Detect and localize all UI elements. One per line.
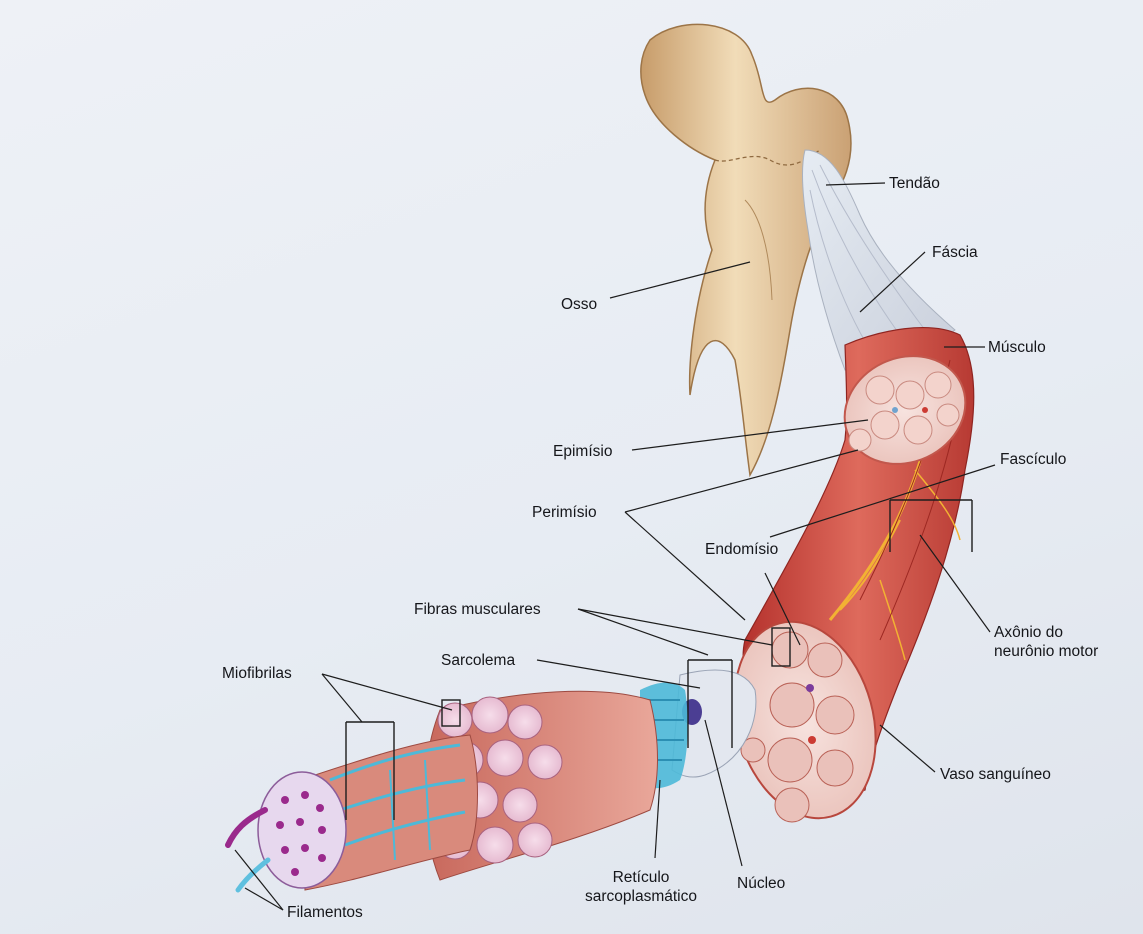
label-fascia: Fáscia bbox=[932, 243, 978, 262]
label-miofibrilas: Miofibrilas bbox=[222, 664, 292, 683]
label-vaso: Vaso sanguíneo bbox=[940, 765, 1051, 784]
label-filamentos: Filamentos bbox=[287, 903, 363, 922]
label-perimisio: Perimísio bbox=[532, 503, 597, 522]
label-tendao: Tendão bbox=[889, 174, 940, 193]
label-musculo: Músculo bbox=[988, 338, 1046, 357]
label-sarcolema: Sarcolema bbox=[441, 651, 515, 670]
label-endomisio: Endomísio bbox=[705, 540, 778, 559]
label-fasciculo: Fascículo bbox=[1000, 450, 1066, 469]
label-epimisio: Epimísio bbox=[553, 442, 612, 461]
label-osso: Osso bbox=[561, 295, 597, 314]
label-axonio: Axônio do neurônio motor bbox=[994, 623, 1098, 661]
label-nucleo: Núcleo bbox=[737, 874, 785, 893]
label-fibras-musculares: Fibras musculares bbox=[414, 600, 541, 619]
label-reticulo: Retículo sarcoplasmático bbox=[585, 868, 697, 906]
